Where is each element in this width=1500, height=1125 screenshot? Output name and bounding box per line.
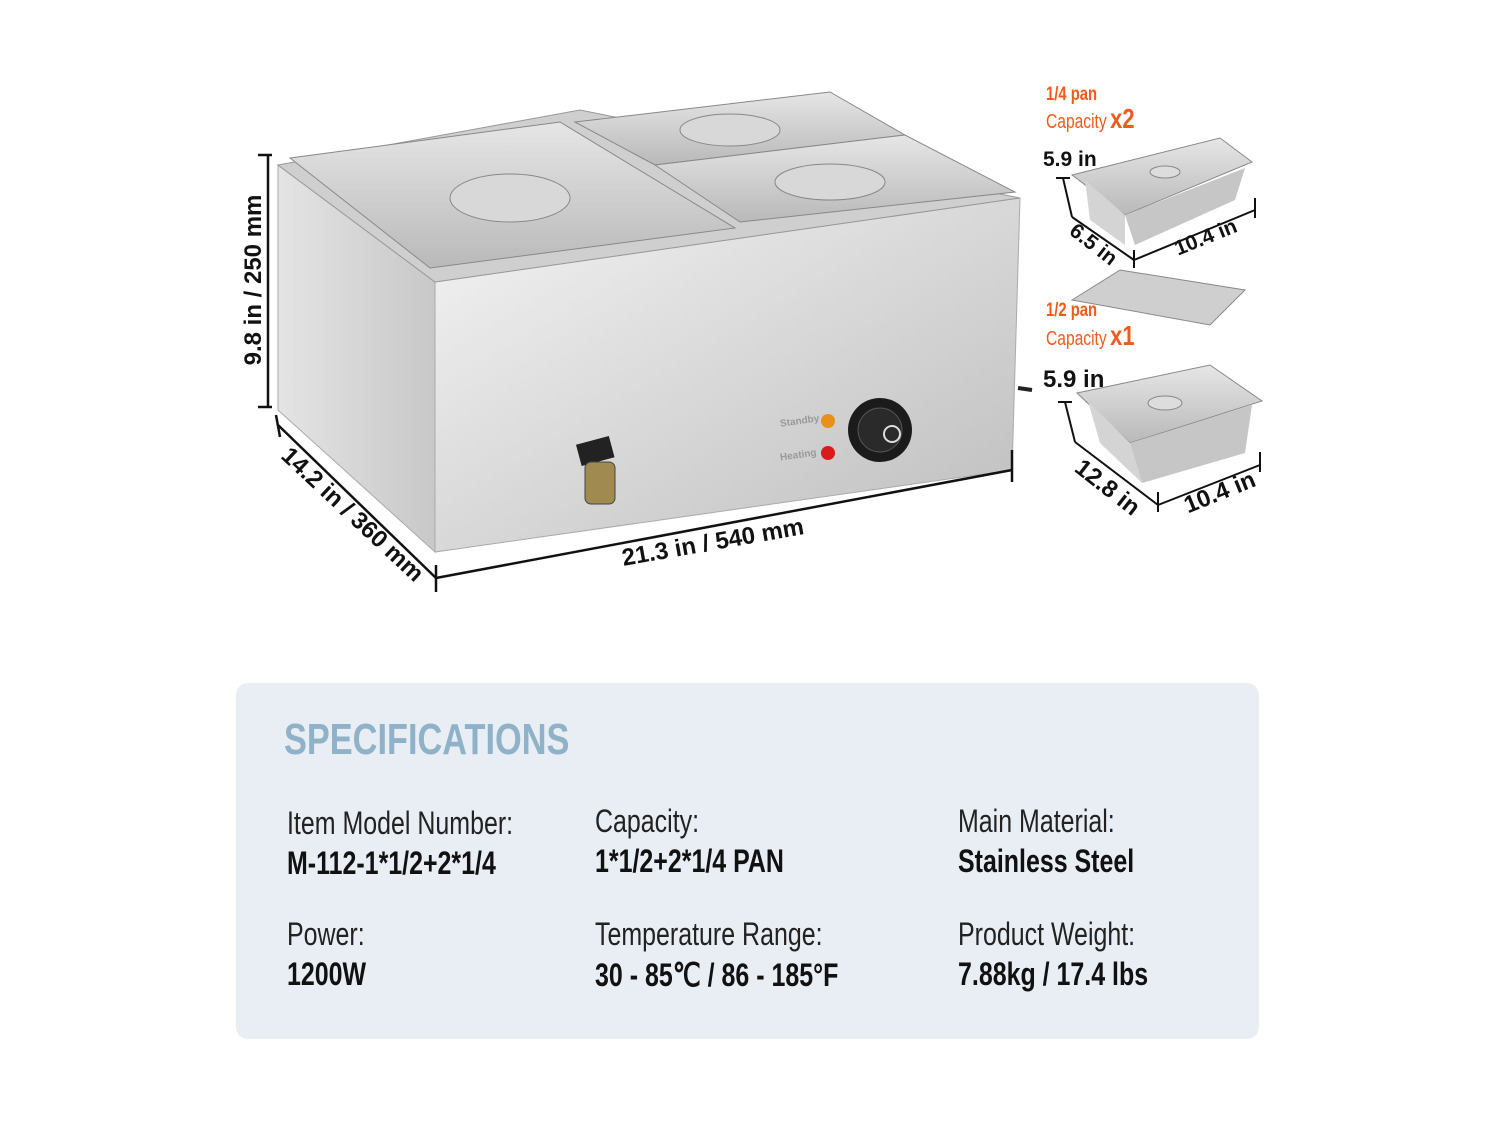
specifications-title: SPECIFICATIONS [284,715,570,764]
quarter-pan-capacity: Capacity x2 [1046,103,1135,134]
spec-value-capacity: 1*1/2+2*1/4 PAN [595,843,784,879]
spec-label-material: Main Material: [958,803,1115,839]
quarter-pan-height: 5.9 in [1043,148,1097,171]
spec-label-model: Item Model Number: [287,805,514,841]
spec-label-temperature: Temperature Range: [595,916,823,952]
standby-light [821,414,835,428]
spec-value-material: Stainless Steel [958,843,1135,879]
dimension-lines [258,153,1014,592]
spec-value-temperature: 30 - 85℃ / 86 - 185°F [595,957,839,993]
spec-value-power: 1200W [287,956,367,992]
half-pan-height: 5.9 in [1043,366,1105,393]
spec-value-model: M-112-1*1/2+2*1/4 [287,845,496,881]
quarter-pan-title: 1/4 pan [1046,84,1098,105]
specifications-panel: SPECIFICATIONS Item Model Number: M-112-… [236,683,1259,1039]
spec-value-weight: 7.88kg / 17.4 lbs [958,956,1149,992]
food-warmer-illustration [258,91,1033,592]
heating-light [821,446,835,460]
half-pan-title: 1/2 pan [1046,300,1098,321]
thermostat-knob [848,398,912,462]
height-dimension: 9.8 in / 250 mm [240,194,267,366]
half-pan-drawing [1075,364,1264,483]
drain-valve [575,435,616,505]
half-pan-capacity: Capacity x1 [1046,320,1135,351]
pan-illustrations [1056,137,1264,512]
quarter-pan-drawing [1070,137,1253,326]
spec-label-capacity: Capacity: [595,803,700,839]
spec-label-weight: Product Weight: [958,916,1136,952]
spec-label-power: Power: [287,916,365,952]
